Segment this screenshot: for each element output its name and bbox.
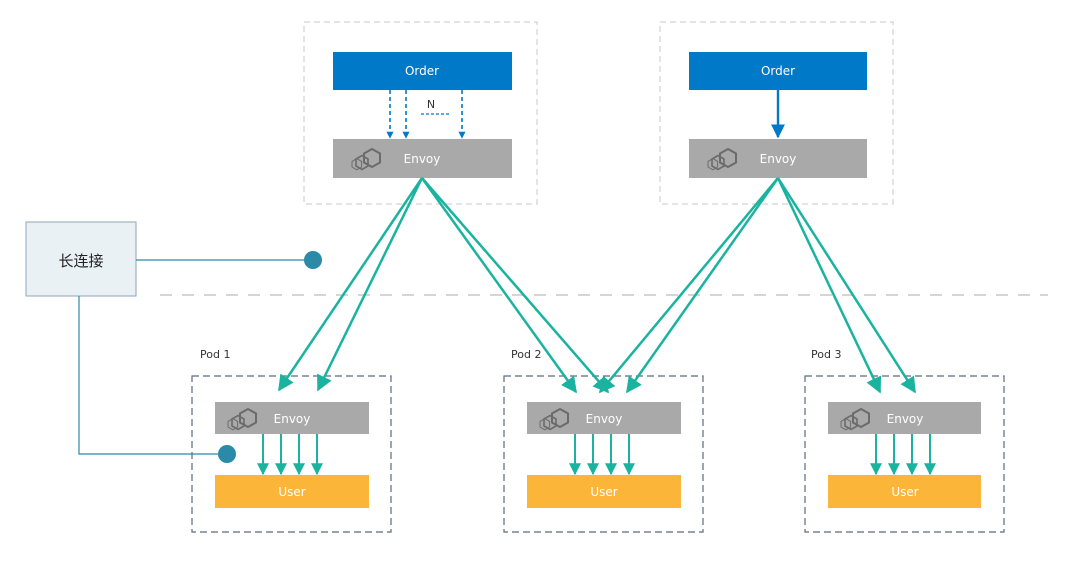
envoy-proxy-pod-2-label: Envoy [586, 412, 623, 426]
pod-2-title: Pod 2 [511, 348, 541, 361]
multiplex-count-label: N [427, 98, 435, 111]
long-connection-arrow [316, 177, 424, 392]
pod-3-frame [804, 375, 1005, 533]
long-connection-arrow [625, 177, 780, 394]
long-connection-arrow [598, 177, 779, 394]
user-service-pod-2 [527, 475, 681, 508]
top-zone-2 [659, 21, 894, 205]
envoy-proxy-pod-1-label: Envoy [274, 412, 311, 426]
order-service-2-label: Order [761, 64, 795, 78]
user-service-pod-2-label: User [590, 485, 617, 499]
long-connection-arrow [420, 177, 578, 394]
user-service-pod-1 [215, 475, 369, 508]
envoy-proxy-top-2 [689, 139, 867, 178]
order-service-1 [333, 52, 512, 90]
pod-1: Pod 1 Envoy User [191, 348, 392, 533]
envoy-proxy-top-2-label: Envoy [760, 152, 797, 166]
user-service-pod-3 [828, 475, 981, 508]
pod-3-title: Pod 3 [811, 348, 841, 361]
user-service-pod-1-label: User [278, 485, 305, 499]
legend-box [25, 221, 137, 297]
envoy-proxy-top-1 [333, 139, 512, 178]
pod-2-frame [503, 375, 704, 533]
legend-label: 长连接 [58, 252, 103, 270]
envoy-proxy-top-1-label: Envoy [404, 152, 441, 166]
legend-connector-2 [78, 296, 227, 455]
pod-1-title: Pod 1 [200, 348, 230, 361]
long-connection-arrow [277, 177, 424, 392]
order-service-1-label: Order [405, 64, 439, 78]
legend-dot-2 [218, 445, 236, 463]
legend-dot-1 [304, 251, 322, 269]
pod-2: Pod 2 Envoy User [503, 348, 704, 533]
top-zone-1 [303, 21, 538, 205]
user-service-pod-3-label: User [891, 485, 918, 499]
order-service-2 [689, 52, 867, 90]
long-connection-arrow [421, 177, 610, 394]
long-connection-arrow [776, 177, 917, 394]
envoy-proxy-pod-3-label: Envoy [887, 412, 924, 426]
long-connection-arrow [776, 177, 882, 394]
